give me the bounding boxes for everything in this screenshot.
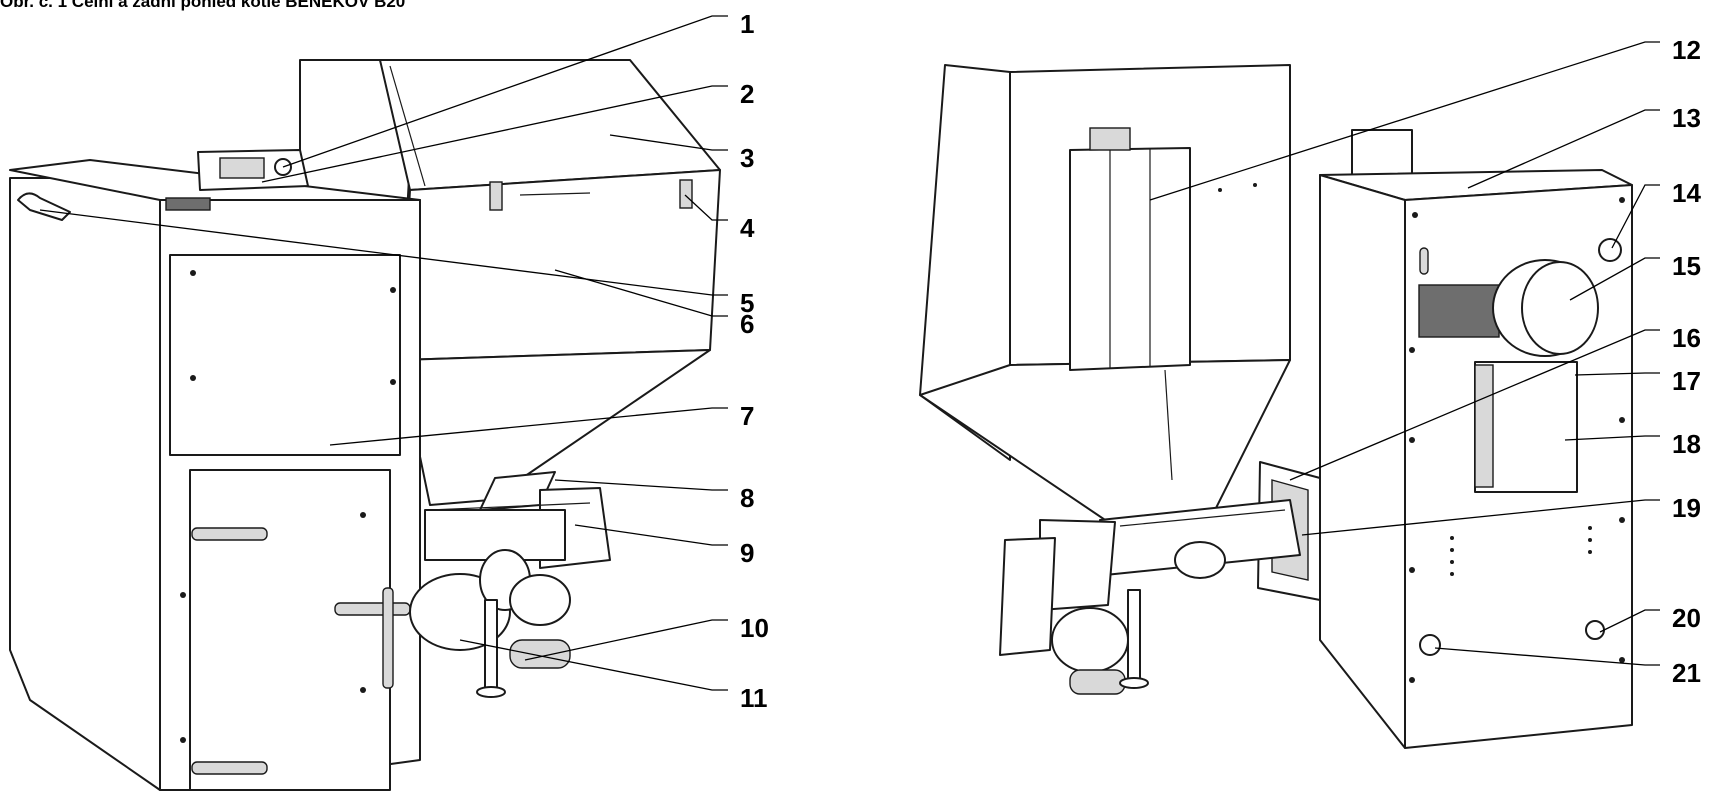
front-view [9, 59, 721, 791]
front-bolts [180, 270, 396, 743]
callout-numbers: 1 2 3 4 5 6 7 8 9 10 11 12 13 14 15 16 1… [740, 9, 1701, 713]
callout-2: 2 [740, 79, 754, 109]
rear-burner-assembly [999, 461, 1321, 695]
callout-6: 6 [740, 309, 754, 339]
callout-11: 11 [740, 683, 768, 713]
front-boiler-body [9, 159, 421, 791]
callout-15: 15 [1672, 251, 1701, 281]
callout-4: 4 [740, 213, 755, 243]
figure-heading: Obr. č. 1 Čelní a zadní pohled kotle BEN… [0, 0, 406, 11]
callout-3: 3 [740, 143, 754, 173]
front-burner-assembly [409, 471, 611, 698]
door-handle-icon [334, 602, 411, 616]
rear-bolts [1218, 183, 1625, 683]
door-lever-icon [382, 587, 394, 689]
callout-17: 17 [1672, 366, 1701, 396]
callout-9: 9 [740, 538, 754, 568]
callout-5: 5 [740, 288, 754, 318]
callout-12: 12 [1672, 35, 1701, 65]
leader-lines [39, 15, 1660, 691]
callout-18: 18 [1672, 429, 1701, 459]
callout-14: 14 [1672, 178, 1701, 208]
callout-8: 8 [740, 483, 754, 513]
callout-1: 1 [740, 9, 754, 39]
rear-boiler-body [1319, 129, 1633, 749]
callout-16: 16 [1672, 323, 1701, 353]
front-control-panel [197, 149, 309, 191]
callout-13: 13 [1672, 103, 1701, 133]
rear-view [919, 64, 1633, 749]
door-handle-icon [191, 527, 268, 541]
callout-10: 10 [740, 613, 769, 643]
front-hopper [299, 59, 721, 506]
callout-7: 7 [740, 401, 754, 431]
side-lever-icon [17, 192, 71, 221]
rear-hopper [919, 64, 1291, 531]
callout-19: 19 [1672, 493, 1701, 523]
callout-21: 21 [1672, 658, 1701, 688]
door-handle-icon [191, 761, 268, 775]
callout-20: 20 [1672, 603, 1701, 633]
